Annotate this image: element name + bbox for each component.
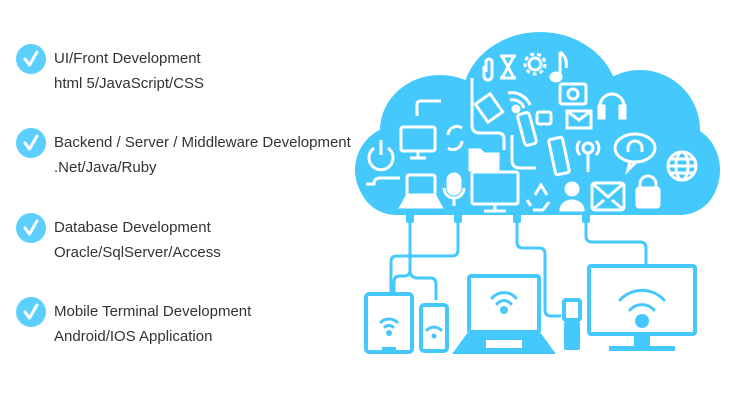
check-icon bbox=[16, 44, 46, 74]
microphone-icon bbox=[442, 172, 466, 206]
feature-subtitle: html 5/JavaScript/CSS bbox=[54, 75, 205, 92]
feature-subtitle: .Net/Java/Ruby bbox=[54, 159, 157, 176]
lock-icon bbox=[635, 174, 661, 209]
feature-title: Backend / Server / Middleware Developmen… bbox=[54, 134, 351, 151]
recycle-icon bbox=[525, 182, 551, 212]
usb-cable-icon bbox=[470, 78, 536, 170]
chat-support-icon bbox=[613, 132, 657, 175]
check-icon bbox=[16, 128, 46, 158]
check-icon bbox=[16, 213, 46, 243]
feature-title: Database Development bbox=[54, 219, 211, 236]
wifi-icon bbox=[379, 317, 399, 329]
power-icon bbox=[367, 140, 395, 172]
document-icon bbox=[473, 91, 505, 125]
envelope-icon bbox=[590, 181, 626, 212]
camera-icon bbox=[558, 82, 588, 106]
network-cables bbox=[389, 215, 648, 318]
user-icon bbox=[559, 181, 585, 212]
feature-subtitle: Oracle/SqlServer/Access bbox=[54, 244, 221, 261]
feature-subtitle: Android/IOS Application bbox=[54, 328, 213, 345]
headphones-icon bbox=[597, 92, 627, 120]
hourglass-icon bbox=[500, 54, 516, 80]
monitor-stand bbox=[634, 334, 650, 346]
feature-title: UI/Front Development bbox=[54, 50, 201, 67]
folder-icon bbox=[468, 148, 500, 172]
camcorder-icon bbox=[516, 110, 553, 147]
laptop-device-icon bbox=[467, 274, 541, 334]
feature-title: Mobile Terminal Development bbox=[54, 303, 252, 320]
monitor-base bbox=[609, 346, 675, 351]
laptop-icon bbox=[366, 173, 444, 209]
monitor-icon bbox=[399, 99, 441, 160]
mobile-phone-icon bbox=[547, 135, 571, 177]
laptop-trackpad bbox=[486, 340, 522, 348]
check-icon bbox=[16, 297, 46, 327]
wifi-icon bbox=[425, 325, 443, 332]
desktop-monitor-icon bbox=[470, 170, 520, 213]
mail-icon bbox=[565, 109, 593, 130]
wifi-icon bbox=[618, 288, 666, 312]
globe-icon bbox=[666, 150, 698, 182]
refresh-icon bbox=[446, 124, 464, 152]
smartphone-icon bbox=[419, 303, 449, 353]
wifi-icon bbox=[490, 291, 518, 306]
flip-phone-keypad bbox=[564, 322, 580, 350]
antenna-icon bbox=[575, 139, 601, 172]
cable-plugs bbox=[406, 213, 590, 223]
music-note-icon bbox=[549, 50, 568, 83]
gear-icon bbox=[523, 52, 547, 76]
paperclip-icon bbox=[482, 57, 494, 82]
wifi-icon bbox=[507, 91, 532, 114]
flip-phone-icon bbox=[562, 298, 582, 322]
tablet-icon bbox=[364, 292, 414, 354]
